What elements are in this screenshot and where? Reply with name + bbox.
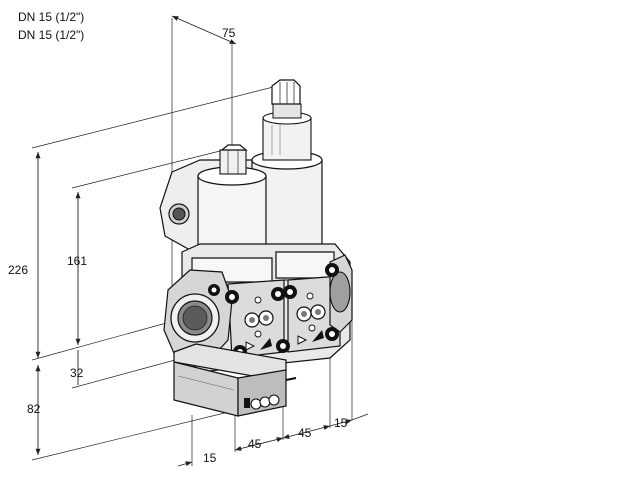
- label-depth: 75: [222, 26, 236, 40]
- dim-line-right-offset: [329, 419, 353, 427]
- ext-line-base-mid: [71, 359, 176, 389]
- ext-line-inlet-level: [31, 321, 171, 361]
- dim-line-bottom-offset: [177, 461, 193, 467]
- label-solenoid-height: 161: [67, 254, 87, 268]
- dim-line-pitch-2: [282, 425, 331, 439]
- title-line-2: DN 15 (1/2"): [18, 28, 85, 42]
- dimension-labels: 226 161 32 82 75 15 45 45 15: [8, 26, 348, 465]
- ext-line-top-solenoid: [71, 147, 233, 189]
- label-right-offset: 15: [334, 416, 348, 430]
- label-bottom-offset: 15: [203, 451, 217, 465]
- label-pitch-1: 45: [248, 437, 262, 451]
- label-base-height: 82: [27, 402, 41, 416]
- solenoid-coil-rear: [251, 79, 323, 253]
- title-line-1: DN 15 (1/2"): [18, 10, 85, 24]
- dim-line-depth: [171, 15, 237, 45]
- label-overall-height: 226: [8, 263, 28, 277]
- front-details: [244, 292, 326, 351]
- ext-line-top-overall: [31, 83, 286, 149]
- title-block: DN 15 (1/2") DN 15 (1/2"): [18, 8, 84, 44]
- ext-line-bottom: [31, 407, 246, 461]
- base-module: [173, 343, 297, 417]
- label-pitch-2: 45: [298, 426, 312, 440]
- label-inlet-offset: 32: [70, 366, 84, 380]
- dim-line-pitch-1: [234, 437, 284, 451]
- dim-line-right-tail: [351, 413, 369, 421]
- valve-assembly: [159, 79, 353, 417]
